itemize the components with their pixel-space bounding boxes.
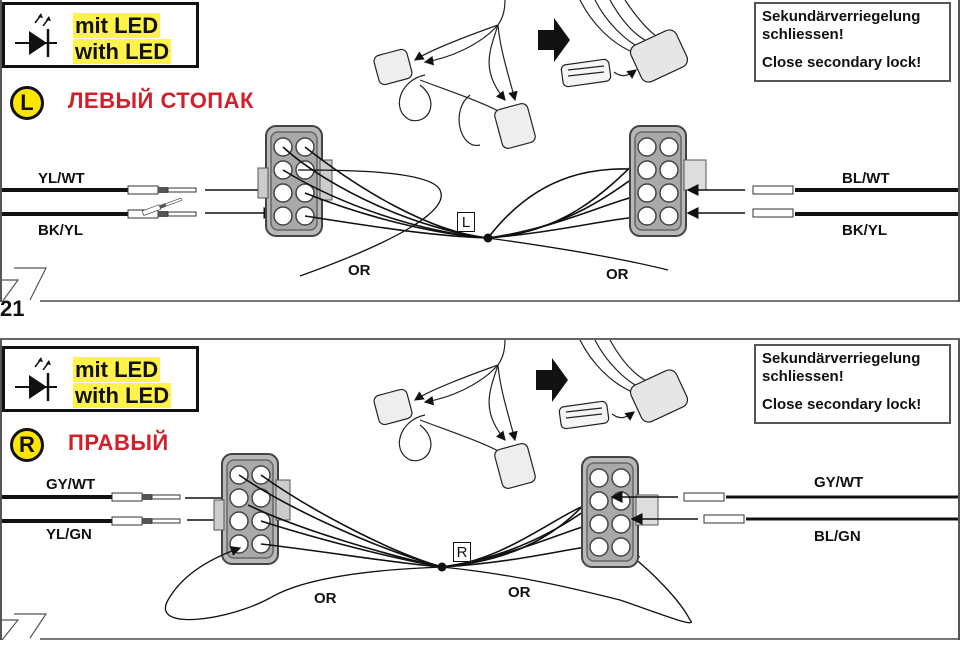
panel-left-taillight: mit LED with LED L ЛЕВЫЙ СТОПАК Sekundär… xyxy=(0,0,960,302)
lock-note-english: Close secondary lock! xyxy=(762,396,922,413)
wire-label-right-1: GY/WT xyxy=(814,474,864,491)
terminal-pin xyxy=(127,185,197,195)
lock-note-german-1: Sekundärverriegelung xyxy=(762,8,921,25)
top-panel-wiring xyxy=(0,0,958,303)
bottom-panel-wiring xyxy=(0,339,958,641)
side-title-left: ЛЕВЫЙ СТОПАК xyxy=(68,88,254,113)
led-diode-icon xyxy=(15,13,57,57)
or-label-right: OR xyxy=(508,584,531,601)
wire-label-right-1: BL/WT xyxy=(842,170,890,187)
led-legend-box: mit LED with LED xyxy=(2,2,199,68)
figure-number: 21 xyxy=(0,296,25,321)
lock-note-german-1: Sekundärverriegelung xyxy=(762,350,921,367)
wire-label-left-2: BK/YL xyxy=(38,222,83,239)
harness-illustration xyxy=(373,0,536,149)
wire-label-left-2: YL/GN xyxy=(46,526,92,543)
wire-label-right-2: BL/GN xyxy=(814,528,861,545)
panel-frame xyxy=(0,340,2,640)
junction-marker: R xyxy=(453,542,471,562)
junction-dot xyxy=(483,233,493,243)
led-legend-english: with LED xyxy=(73,383,172,408)
wire-label-left-1: GY/WT xyxy=(46,476,96,493)
led-legend-german: mit LED xyxy=(73,13,161,38)
secondary-lock-illustration xyxy=(560,0,689,88)
led-legend-box: mit LED with LED xyxy=(2,346,199,412)
connector-8pin-left xyxy=(221,453,279,565)
led-diode-icon xyxy=(15,357,57,401)
harness-illustration xyxy=(373,339,536,489)
led-legend-german: mit LED xyxy=(73,357,161,382)
lock-note-german-2: schliessen! xyxy=(762,368,844,385)
lock-note-german-2: schliessen! xyxy=(762,26,844,43)
terminal-pin xyxy=(111,492,181,502)
or-label-left: OR xyxy=(314,590,337,607)
connector-8pin-right xyxy=(581,456,639,568)
panel-bottom-line xyxy=(40,638,958,640)
secondary-lock-note: Sekundärverriegelung schliessen! Close s… xyxy=(754,344,951,424)
panel-bottom-line xyxy=(40,300,958,302)
or-label-right: OR xyxy=(606,266,629,283)
secondary-lock-note: Sekundärverriegelung schliessen! Close s… xyxy=(754,2,951,82)
arrow-right-icon xyxy=(538,18,570,62)
arrow-right-icon xyxy=(536,358,568,402)
panel-frame xyxy=(0,0,2,302)
side-badge-left: L xyxy=(10,86,44,120)
led-legend-text: mit LED with LED xyxy=(73,357,172,409)
connector-8pin-right xyxy=(629,125,687,237)
secondary-lock-illustration xyxy=(558,339,689,430)
or-label-left: OR xyxy=(348,262,371,279)
terminal-pin xyxy=(111,516,181,526)
lock-note-english: Close secondary lock! xyxy=(762,54,922,71)
junction-marker: L xyxy=(457,212,475,232)
side-badge-right: R xyxy=(10,428,44,462)
led-legend-english: with LED xyxy=(73,39,172,64)
wire-label-left-1: YL/WT xyxy=(38,170,85,187)
wire-label-right-2: BK/YL xyxy=(842,222,887,239)
led-legend-text: mit LED with LED xyxy=(73,13,172,65)
connector-8pin-left xyxy=(265,125,323,237)
terminal-pin xyxy=(127,209,197,219)
side-title-right: ПРАВЫЙ xyxy=(68,430,169,455)
panel-right-taillight: mit LED with LED R ПРАВЫЙ Sekundärverrie… xyxy=(0,338,960,640)
